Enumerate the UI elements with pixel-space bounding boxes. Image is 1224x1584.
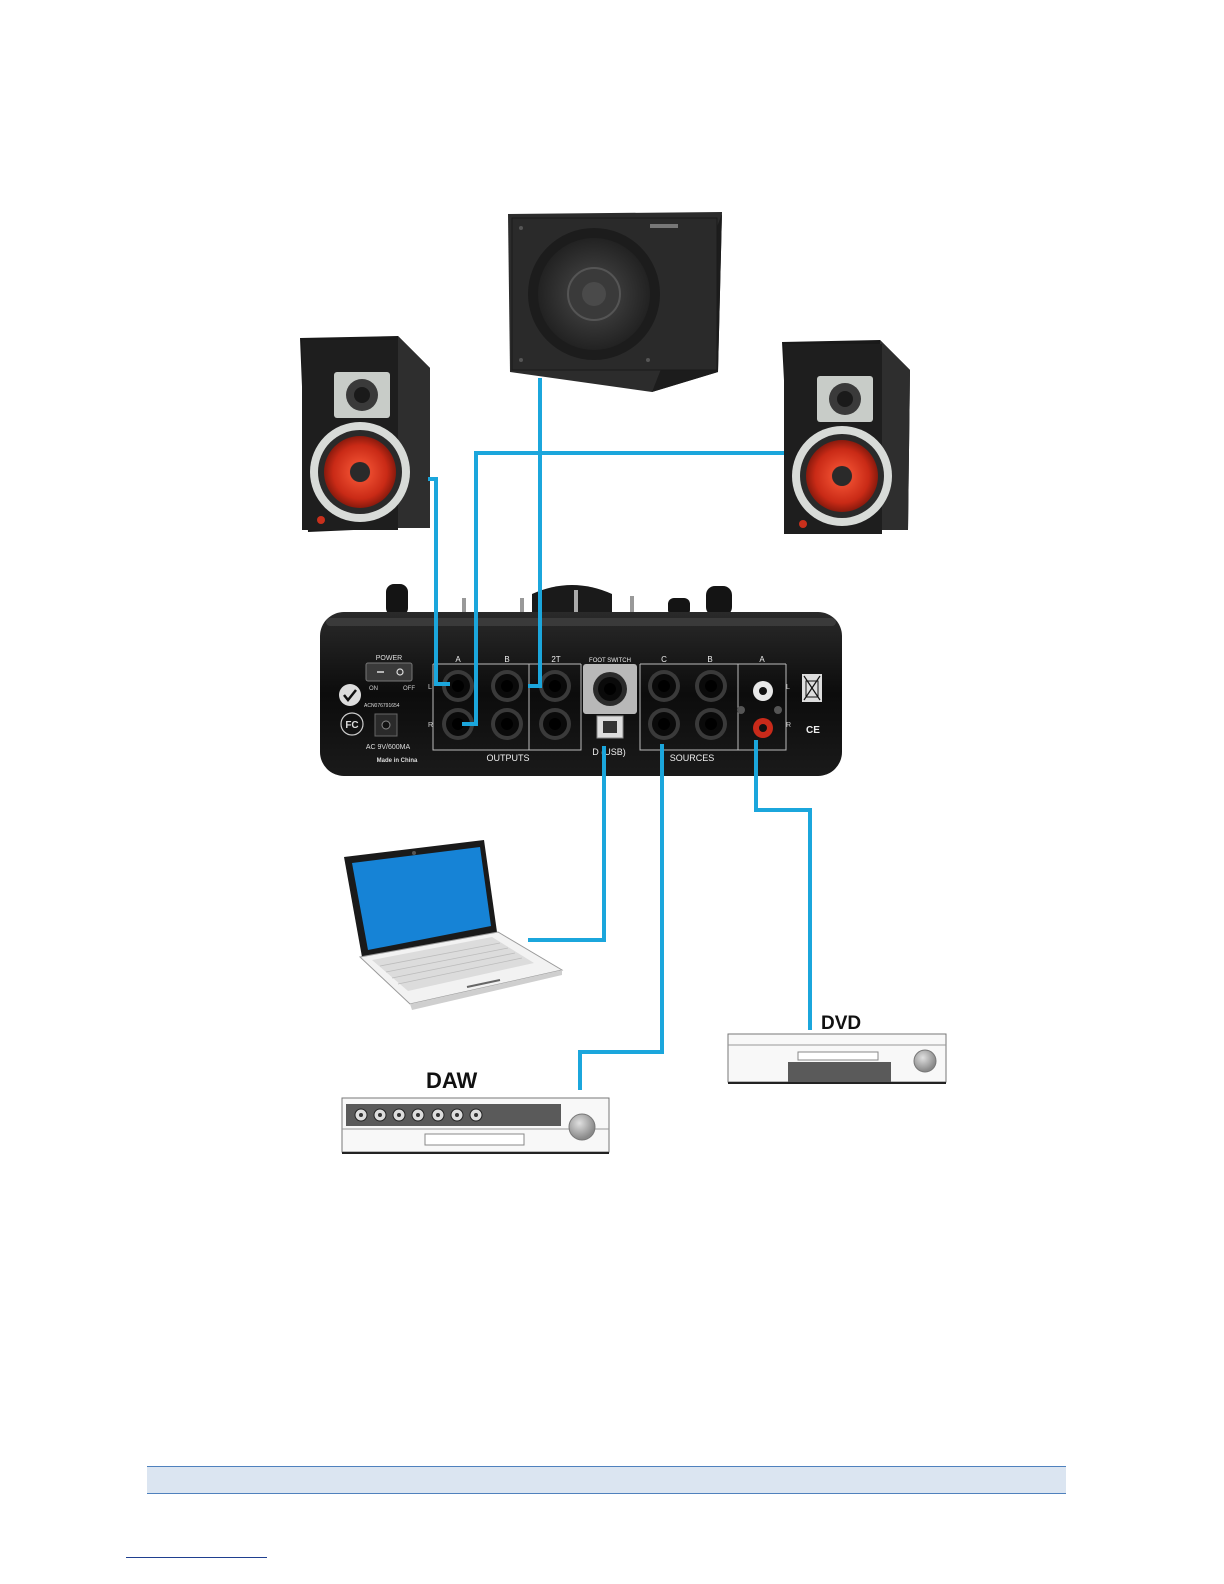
daw-unit bbox=[342, 1098, 609, 1153]
footer-band bbox=[147, 1466, 1066, 1494]
audio-interface: POWER ON OFF ACN076791654 FC AC 9V/600MA… bbox=[320, 612, 842, 776]
source-b-label: B bbox=[707, 655, 712, 664]
fc-label: FC bbox=[345, 720, 358, 731]
source-c-left-jack bbox=[648, 670, 680, 702]
outputs-right-label: R bbox=[428, 722, 433, 729]
serial-label: ACN076791654 bbox=[364, 703, 400, 709]
cable-dvd bbox=[756, 740, 810, 1030]
right-speaker bbox=[782, 340, 910, 534]
usb-label: D (USB) bbox=[592, 747, 626, 757]
dvd-label: DVD bbox=[821, 1013, 861, 1034]
output-a-label: A bbox=[455, 655, 461, 664]
output-b-label: B bbox=[504, 655, 509, 664]
output-2t-left-jack bbox=[539, 670, 571, 702]
outputs-left-label: L bbox=[428, 684, 432, 691]
source-c-right-jack bbox=[648, 708, 680, 740]
source-b-right-jack bbox=[695, 708, 727, 740]
cert-logo-icon bbox=[339, 684, 361, 706]
source-c-label: C bbox=[661, 655, 667, 664]
output-2t-label: 2T bbox=[551, 655, 560, 664]
dvd-player bbox=[728, 1034, 946, 1083]
source-a-label: A bbox=[759, 655, 765, 664]
source-b-left-jack bbox=[695, 670, 727, 702]
on-label: ON bbox=[369, 686, 378, 692]
daw-label: DAW bbox=[426, 1068, 478, 1093]
source-a-rca-left bbox=[753, 681, 773, 701]
sources-right-label: R bbox=[786, 722, 791, 729]
footswitch-label: FOOT SWITCH bbox=[589, 658, 631, 664]
outputs-label: OUTPUTS bbox=[486, 753, 529, 763]
footswitch-jack bbox=[593, 672, 627, 706]
power-label: POWER bbox=[376, 655, 402, 662]
laptop bbox=[344, 840, 562, 1010]
output-b-right-jack bbox=[491, 708, 523, 740]
source-a-rca-right bbox=[753, 718, 773, 738]
sources-left-label: L bbox=[786, 684, 790, 691]
origin-label: Made in China bbox=[377, 758, 418, 764]
power-switch bbox=[366, 663, 412, 681]
subwoofer bbox=[508, 212, 722, 392]
footnote-rule bbox=[126, 1557, 267, 1558]
sources-label: SOURCES bbox=[670, 753, 715, 763]
ce-label: CE bbox=[806, 725, 820, 736]
off-label: OFF bbox=[403, 686, 415, 692]
output-b-left-jack bbox=[491, 670, 523, 702]
left-speaker bbox=[300, 336, 430, 532]
output-2t-right-jack bbox=[539, 708, 571, 740]
power-rating-label: AC 9V/600MA bbox=[366, 744, 411, 751]
cable-daw bbox=[580, 744, 662, 1090]
